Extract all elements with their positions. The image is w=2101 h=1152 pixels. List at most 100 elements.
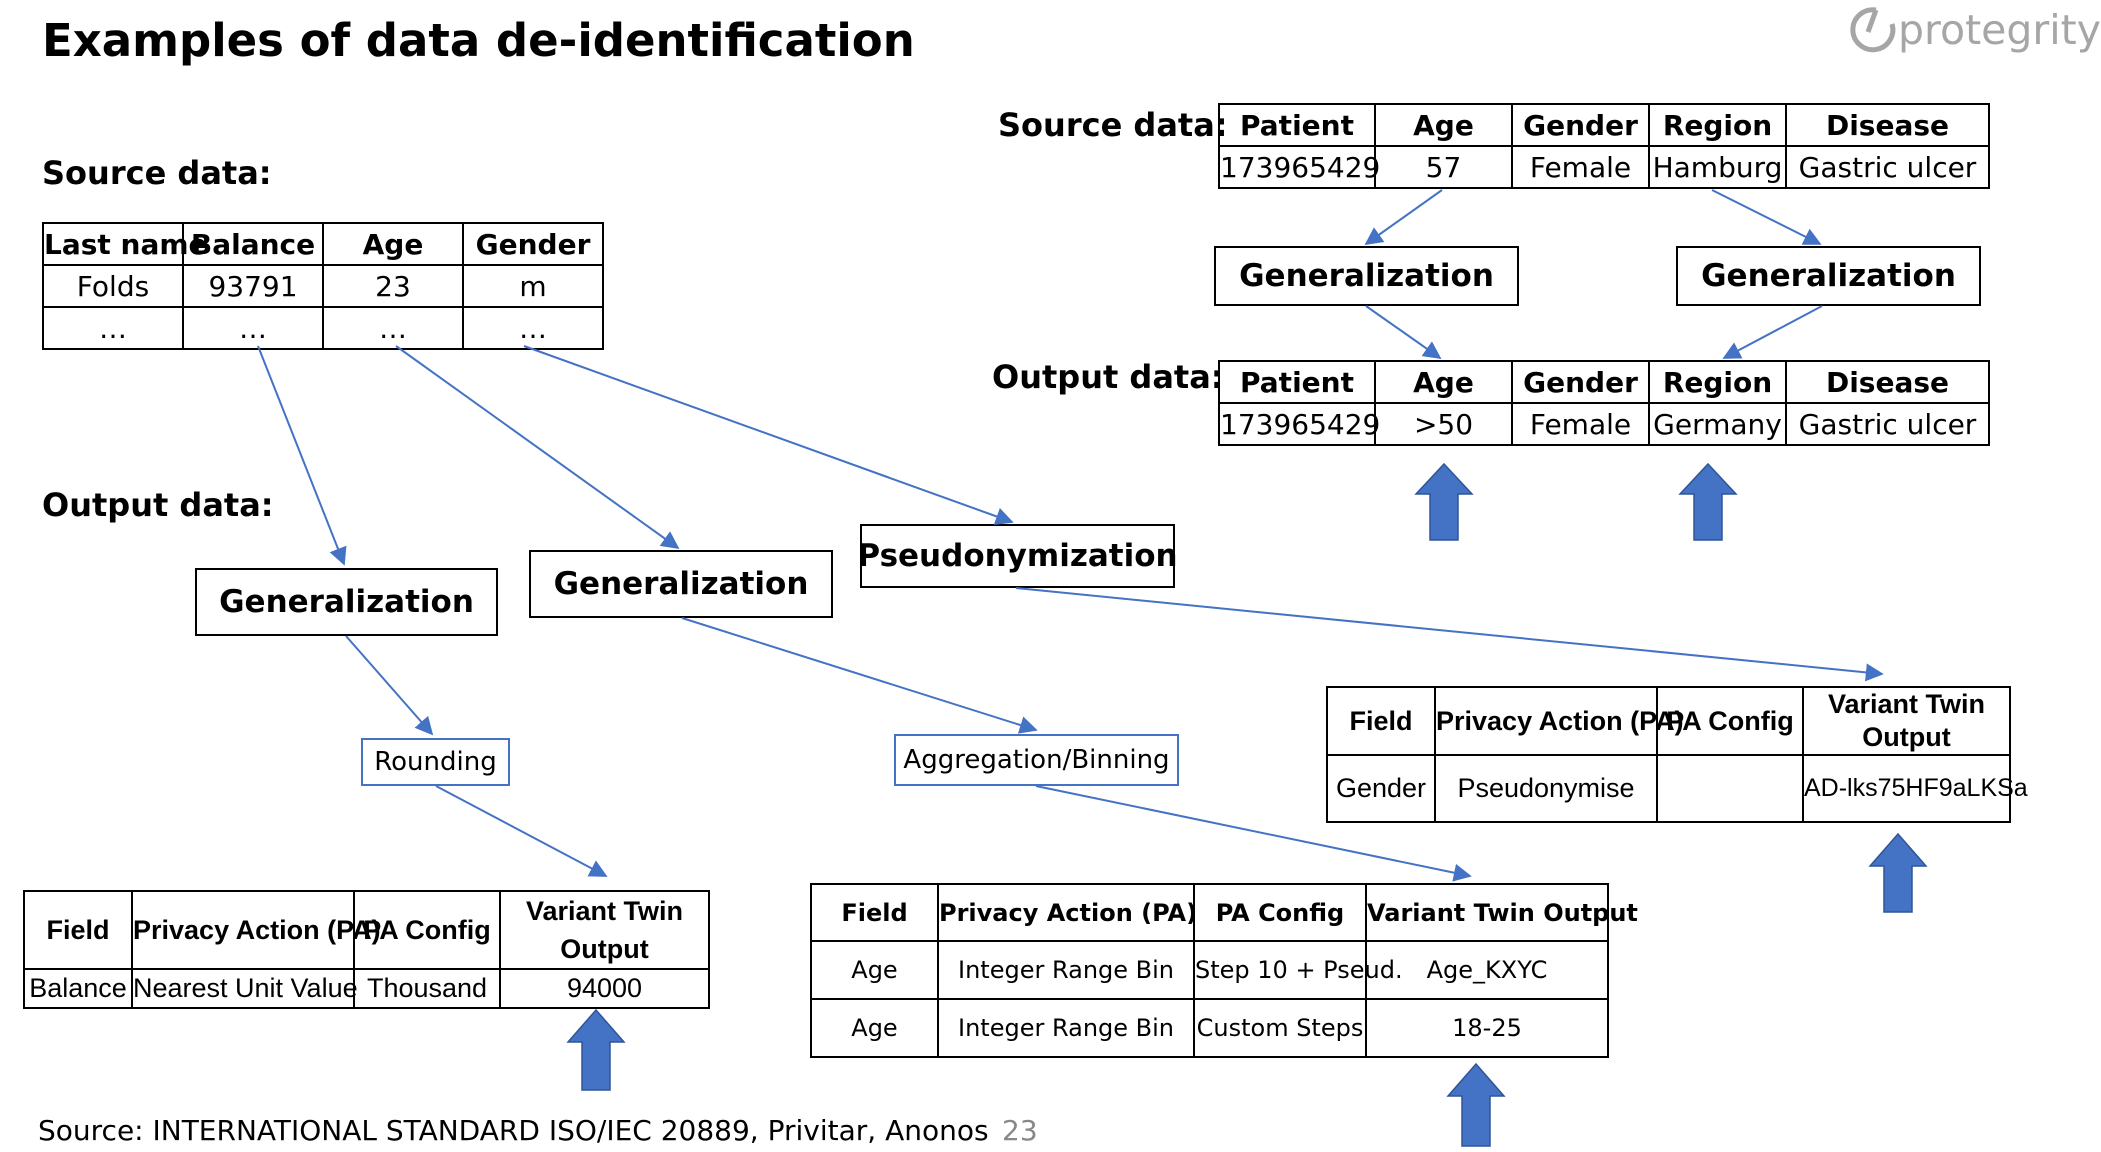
header-last-name: Last name [42, 222, 208, 266]
page-number: 23 [1002, 1114, 1038, 1147]
header-disease: Disease [1785, 360, 1990, 404]
header-age: Age [1374, 360, 1513, 404]
generalization-box-balance: Generalization [195, 568, 498, 636]
cell-privacy-action: Integer Range Bin [937, 940, 1195, 1000]
cell-variant-twin-output: AD-lks75HF9aLKSa [1802, 754, 2028, 823]
cell-variant-twin-output: 18-25 [1365, 998, 1609, 1058]
arrow-generalization-to-age-output [1365, 305, 1442, 360]
cell-privacy-action: Pseudonymise [1434, 754, 1658, 823]
arrow-rounding-to-table [435, 785, 608, 877]
cell-pa-config [1656, 754, 1804, 823]
header-pa-config: PA Config [353, 890, 501, 970]
cell-pa-config: Custom Steps [1193, 998, 1367, 1058]
header-patient: Patient [1218, 360, 1376, 404]
cell-field: Age [810, 998, 939, 1058]
table-row: Folds 93791 23 m [42, 264, 604, 308]
right-source-table: Patient Age Gender Region Disease 173965… [1218, 103, 1990, 189]
cell-field: Age [810, 940, 939, 1000]
generalization-box-age-right: Generalization [1214, 246, 1519, 306]
cell-privacy-action: Integer Range Bin [937, 998, 1195, 1058]
header-pa-config: PA Config [1656, 686, 1804, 756]
cell-ellipsis: … [42, 306, 184, 350]
table-row: 173965429 57 Female Hamburg Gastric ulce… [1218, 145, 1990, 189]
table-row: Gender Pseudonymise AD-lks75HF9aLKSa [1326, 754, 2028, 823]
header-age: Age [1374, 103, 1513, 147]
pseudonymization-box: Pseudonymization [857, 524, 1178, 588]
protegrity-ring-icon [1850, 7, 1896, 53]
header-region: Region [1648, 103, 1787, 147]
cell-last-name: Folds [42, 264, 184, 308]
arrow-pseudonymization-to-table [1015, 587, 1884, 682]
arrow-age-to-generalization [395, 345, 680, 550]
cell-disease: Gastric ulcer [1785, 402, 1990, 446]
left-source-label: Source data: [42, 154, 272, 192]
left-source-table: Last name Balance Age Gender Folds 93791… [42, 222, 604, 350]
arrow-balance-to-generalization [257, 345, 347, 566]
cell-age: 23 [322, 264, 464, 308]
up-arrow-icon [1868, 832, 1928, 913]
right-source-label: Source data: [998, 106, 1228, 144]
cell-patient: 173965429 [1218, 402, 1380, 446]
generalization-box-age: Generalization [529, 550, 833, 618]
source-citation: Source: INTERNATIONAL STANDARD ISO/IEC 2… [38, 1114, 989, 1147]
logo: protegrity [1846, 2, 2101, 62]
cell-variant-twin-output: Age_KXYC [1365, 940, 1609, 1000]
cell-field: Gender [1326, 754, 1436, 823]
aggregation-binning-tag: Aggregation/Binning [894, 734, 1179, 786]
up-arrow-icon [1414, 462, 1474, 541]
header-disease: Disease [1785, 103, 1990, 147]
cell-variant-twin-output: 94000 [499, 968, 710, 1009]
cell-ellipsis: … [182, 306, 324, 350]
arrow-age-to-generalization-right [1364, 189, 1443, 246]
header-age: Age [322, 222, 464, 266]
header-privacy-action: Privacy Action (PA) [1434, 686, 1684, 756]
table-row: Balance Nearest Unit Value Thousand 9400… [23, 968, 710, 1009]
cell-pa-config: Thousand [353, 968, 501, 1009]
rounding-pa-table: Field Privacy Action (PA) PA Config Vari… [23, 890, 710, 1009]
cell-balance: 93791 [182, 264, 324, 308]
logo-text: protegrity [1898, 6, 2101, 54]
header-variant-twin-output: Variant Twin Output [1802, 686, 2011, 756]
up-arrow-icon [1446, 1062, 1506, 1147]
rounding-tag: Rounding [361, 738, 510, 786]
pseudonymise-pa-table: Field Privacy Action (PA) PA Config Vari… [1326, 686, 2028, 823]
header-pa-config: PA Config [1193, 883, 1367, 942]
arrow-region-to-generalization [1711, 189, 1822, 245]
cell-field: Balance [23, 968, 133, 1009]
header-patient: Patient [1218, 103, 1376, 147]
cell-region: Hamburg [1648, 145, 1787, 189]
connector-layer [257, 189, 1928, 1147]
header-gender: Gender [1511, 360, 1650, 404]
cell-age: 57 [1374, 145, 1513, 189]
table-row: 173965429 >50 Female Germany Gastric ulc… [1218, 402, 1990, 446]
cell-ellipsis: … [322, 306, 464, 350]
cell-ellipsis: … [462, 306, 604, 350]
arrow-generalization-to-region-output [1722, 305, 1823, 359]
up-arrow-icon [1678, 462, 1738, 541]
right-output-label: Output data: [992, 358, 1224, 396]
cell-patient: 173965429 [1218, 145, 1380, 189]
header-variant-twin-output: Variant Twin Output [499, 890, 710, 970]
cell-region: Germany [1648, 402, 1787, 446]
generalization-box-region: Generalization [1676, 246, 1981, 306]
cell-privacy-action: Nearest Unit Value [131, 968, 358, 1009]
slide-title: Examples of data de-identification [42, 14, 915, 67]
binning-pa-table: Field Privacy Action (PA) PA Config Vari… [810, 883, 1638, 1058]
left-output-label: Output data: [42, 486, 274, 524]
right-output-table: Patient Age Gender Region Disease 173965… [1218, 360, 1990, 446]
header-balance: Balance [182, 222, 324, 266]
header-privacy-action: Privacy Action (PA) [937, 883, 1197, 942]
header-field: Field [23, 890, 133, 970]
arrow-binning-to-table [1035, 785, 1472, 882]
cell-gender: m [462, 264, 604, 308]
table-row: Age Integer Range Bin Custom Steps 18-25 [810, 998, 1609, 1058]
cell-age: >50 [1374, 402, 1513, 446]
header-gender: Gender [1511, 103, 1650, 147]
header-field: Field [810, 883, 939, 942]
cell-disease: Gastric ulcer [1785, 145, 1990, 189]
header-gender: Gender [462, 222, 604, 266]
table-row: … … … … [42, 306, 604, 350]
header-region: Region [1648, 360, 1787, 404]
arrow-gender-to-pseudonymization [523, 345, 1014, 525]
header-variant-twin-output: Variant Twin Output [1365, 883, 1638, 942]
